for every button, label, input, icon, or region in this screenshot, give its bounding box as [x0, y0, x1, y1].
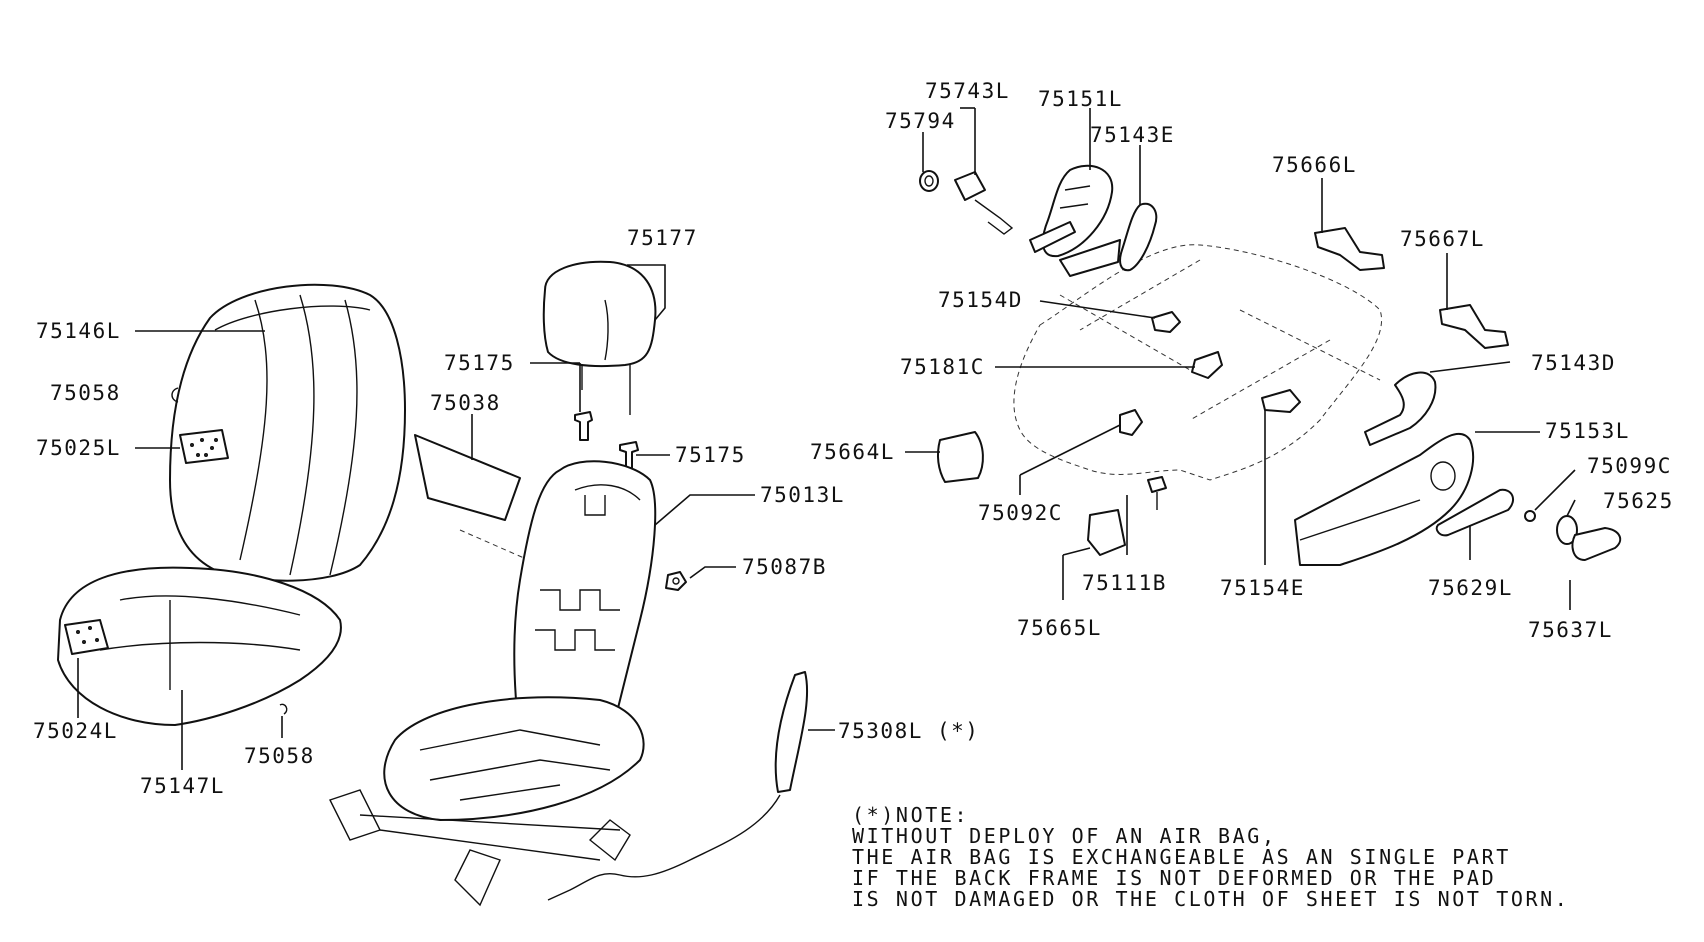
label-75743L: 75743L — [925, 79, 1010, 103]
label-75665L: 75665L — [1017, 616, 1102, 640]
knob-75637L — [1571, 527, 1622, 561]
headrest-75177 — [542, 260, 657, 415]
label-75147L: 75147L — [140, 774, 225, 798]
note-line-3: THE AIR BAG IS EXCHANGEABLE AS AN SINGLE… — [852, 845, 1511, 869]
label-75099C: 75099C — [1587, 454, 1672, 478]
label-75151L: 75151L — [1038, 87, 1123, 111]
label-75154D: 75154D — [938, 288, 1023, 312]
label-75143E: 75143E — [1090, 123, 1175, 147]
clip-75092C — [1119, 409, 1143, 436]
nut-75087B — [665, 571, 687, 591]
clip-75154E — [1261, 389, 1301, 413]
cover-75667L — [1439, 304, 1509, 349]
note-line-4: IF THE BACK FRAME IS NOT DEFORMED OR THE… — [852, 866, 1496, 890]
cover-75665L — [1087, 509, 1126, 556]
label-75038: 75038 — [430, 391, 501, 415]
clip-75058-lower — [279, 703, 288, 715]
note-line-2: WITHOUT DEPLOY OF AN AIR BAG, — [852, 824, 1277, 848]
label-75175-a: 75175 — [444, 351, 515, 375]
cover-75143E — [1119, 202, 1158, 272]
cover-75143D — [1364, 371, 1437, 446]
label-75625: 75625 — [1603, 489, 1674, 513]
airbag-note: (*)NOTE: WITHOUT DEPLOY OF AN AIR BAG, T… — [852, 803, 1569, 911]
label-75154E: 75154E — [1220, 576, 1305, 600]
note-line-1: (*)NOTE: — [852, 803, 969, 827]
clip-75181C — [1191, 351, 1223, 379]
cover-75666L — [1314, 227, 1385, 271]
seat-cushion-cover-75147L — [57, 566, 342, 726]
seat-back-cover-75146L — [169, 283, 406, 582]
clip-75154D — [1151, 311, 1181, 333]
cap-75794 — [919, 170, 939, 192]
label-75308L: 75308L (*) — [838, 719, 979, 743]
leader-lines — [77, 107, 1576, 770]
cover-75664L — [936, 431, 984, 483]
label-75666L: 75666L — [1272, 153, 1357, 177]
label-75153L: 75153L — [1545, 419, 1630, 443]
recliner-cover-75151L — [1029, 164, 1121, 277]
seat-cushion-pad-75024L — [64, 619, 109, 655]
label-75111B: 75111B — [1082, 571, 1167, 595]
label-75058-b: 75058 — [244, 744, 315, 768]
lever-75629L — [1435, 488, 1515, 537]
seat-frame-75013L — [329, 460, 657, 907]
label-75637L: 75637L — [1528, 618, 1613, 642]
label-75013L: 75013L — [760, 483, 845, 507]
side-shield-75153L — [1294, 432, 1475, 566]
headrest-guide-75175-left — [574, 411, 593, 441]
label-75175-b: 75175 — [675, 443, 746, 467]
label-75177: 75177 — [627, 226, 698, 250]
label-75629L: 75629L — [1428, 576, 1513, 600]
headrest-guide-75175-right — [619, 441, 639, 469]
label-75058-a: 75058 — [50, 381, 121, 405]
label-75146L: 75146L — [36, 319, 121, 343]
label-75025L: 75025L — [36, 436, 121, 460]
part-labels: 75743L 75151L 75794 75143E 75666L 75667L… — [33, 79, 1674, 798]
label-75143D: 75143D — [1531, 351, 1616, 375]
label-75181C: 75181C — [900, 355, 985, 379]
screw-75099C — [1524, 510, 1536, 522]
seat-track-phantom — [1013, 244, 1382, 481]
label-75667L: 75667L — [1400, 227, 1485, 251]
label-75794: 75794 — [885, 109, 956, 133]
bolt-75111B — [1147, 476, 1167, 510]
label-75664L: 75664L — [810, 440, 895, 464]
note-line-5: IS NOT DAMAGED OR THE CLOTH OF SHEET IS … — [852, 887, 1569, 911]
label-75024L: 75024L — [33, 719, 118, 743]
label-75092C: 75092C — [978, 501, 1063, 525]
buckle-75743L — [954, 171, 1014, 235]
label-75087B: 75087B — [742, 555, 827, 579]
seat-back-pad-75025L — [179, 429, 229, 464]
side-airbag-75308L — [547, 671, 809, 901]
clip-75058-upper — [171, 387, 179, 403]
